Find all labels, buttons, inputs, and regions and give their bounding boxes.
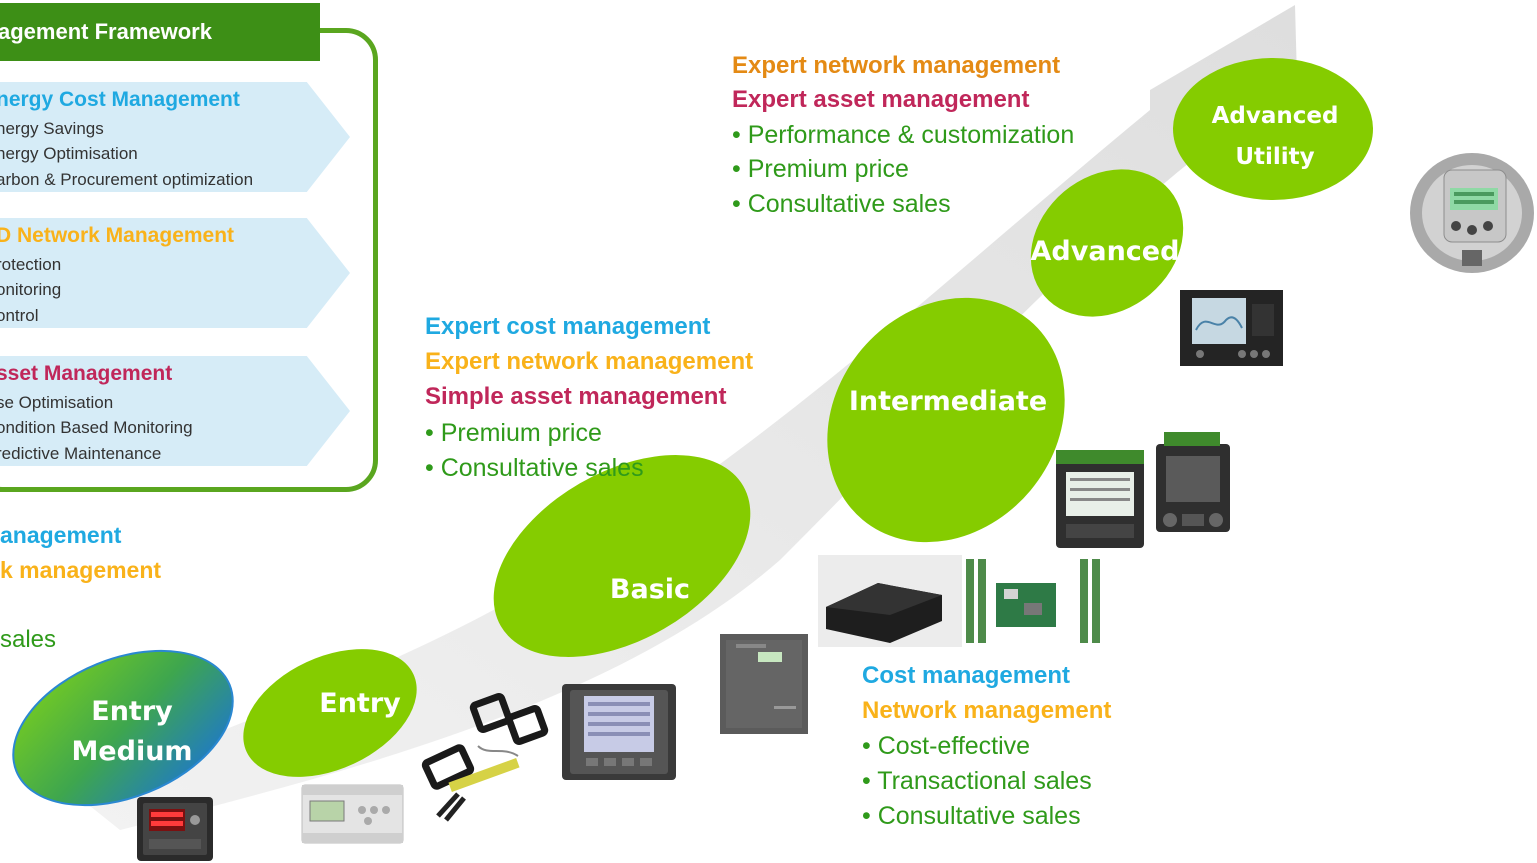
bottom-right-bullet: • Consultative sales xyxy=(862,802,1081,830)
stage-entry-medium-ellipse xyxy=(12,649,234,807)
framework-section-3-title: sset Management xyxy=(0,362,173,385)
framework-section-2-arrow xyxy=(0,218,350,328)
top-right-heading-2: Expert asset management xyxy=(732,86,1030,113)
middle-bullet: • Premium price xyxy=(425,419,602,447)
stage-advanced-ellipse xyxy=(1030,169,1184,317)
framework-section-2-item: rotection xyxy=(0,255,62,274)
framework-title: agement Framework xyxy=(0,3,320,61)
touchscreen-meter-icon xyxy=(562,684,676,780)
framework-section-3-item: se Optimisation xyxy=(0,393,114,412)
framework-section-1-arrow xyxy=(0,82,350,192)
stage-entry-label: Entry xyxy=(319,688,401,719)
utility-meter-icon xyxy=(1410,153,1534,273)
stage-advanced-utility-line2: Utility xyxy=(1235,144,1315,170)
framework-section-1-title: nergy Cost Management xyxy=(0,88,240,111)
io-module-icon xyxy=(818,555,1100,647)
bottom-right-heading-1: Cost management xyxy=(862,662,1071,689)
power-meter-icon xyxy=(137,797,213,861)
din-rail-meter-icon xyxy=(301,784,404,844)
stage-advanced-utility-ellipse xyxy=(1173,58,1373,200)
middle-heading-3: Simple asset management xyxy=(425,383,727,410)
stage-intermediate-ellipse xyxy=(827,297,1065,543)
framework-section-3-arrow xyxy=(0,356,350,466)
stage-intermediate-label: Intermediate xyxy=(848,386,1048,417)
framework-section-2-item: onitoring xyxy=(0,280,62,299)
stage-entry-ellipse xyxy=(243,649,417,777)
top-right-bullet: • Performance & customization xyxy=(732,121,1075,149)
stage-advanced-utility-line1: Advanced xyxy=(1211,103,1339,129)
stage-advanced-label: Advanced xyxy=(1030,236,1180,267)
framework-section-3-item: redictive Maintenance xyxy=(0,444,162,463)
left-partial-heading-1: anagement xyxy=(0,522,122,548)
current-transformer-icon xyxy=(421,692,549,822)
framework-section-2-title: D Network Management xyxy=(0,224,235,247)
top-right-bullet: • Consultative sales xyxy=(732,190,951,218)
middle-heading-1: Expert cost management xyxy=(425,313,711,340)
panel-meter-icon xyxy=(1056,432,1230,548)
framework-section-1-item: nergy Savings xyxy=(0,119,104,138)
stage-entry-medium-line2: Medium xyxy=(71,736,193,767)
framework-section-2-item: ontrol xyxy=(0,306,39,325)
bottom-right-bullet: • Transactional sales xyxy=(862,767,1092,795)
stage-basic-ellipse xyxy=(493,455,751,657)
top-right-bullet: • Premium price xyxy=(732,155,909,183)
top-right-heading-1: Expert network management xyxy=(732,52,1061,79)
stage-entry-medium-label: Entry Medium xyxy=(62,692,202,772)
stage-basic-label: Basic xyxy=(609,574,691,605)
left-partial-heading-2: k management xyxy=(0,557,162,583)
framework-section-1-item: arbon & Procurement optimization xyxy=(0,170,254,189)
stage-entry-medium-line1: Entry xyxy=(91,696,173,727)
gateway-box-icon xyxy=(720,634,808,734)
middle-heading-2: Expert network management xyxy=(425,348,754,375)
bottom-right-heading-2: Network management xyxy=(862,697,1112,724)
left-partial-bullet: sales xyxy=(0,626,57,653)
framework-section-1-item: nergy Optimisation xyxy=(0,144,138,163)
middle-bullet: • Consultative sales xyxy=(425,454,644,482)
display-meter-icon xyxy=(1180,290,1283,366)
bottom-right-bullet: • Cost-effective xyxy=(862,732,1031,760)
framework-section-3-item: ondition Based Monitoring xyxy=(0,418,193,437)
stage-advanced-utility-label: Advanced Utility xyxy=(1195,96,1355,178)
